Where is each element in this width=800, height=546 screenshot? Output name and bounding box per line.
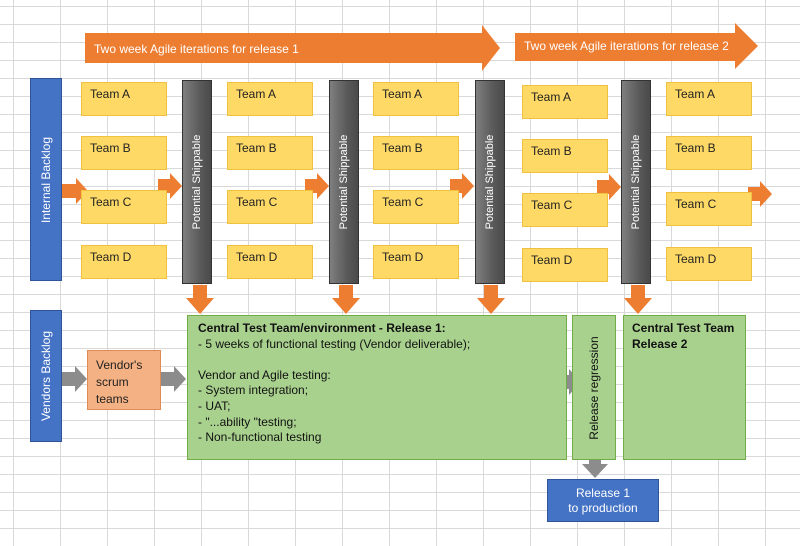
team-c-col5: Team C <box>666 192 752 226</box>
team-b-col1: Team B <box>81 136 167 170</box>
team-a-col1: Team A <box>81 82 167 116</box>
vendors-backlog-label: Vendors Backlog <box>39 330 53 422</box>
grey-arrow-down <box>582 454 608 478</box>
release1-banner-arrow <box>85 25 500 71</box>
release1-banner-label: Two week Agile iterations for release 1 <box>94 42 299 56</box>
central-test-line-2 <box>198 352 566 368</box>
team-b-col5: Team B <box>666 136 752 170</box>
potential-shippable-1-label: Potential Shippable <box>191 134 203 230</box>
central-test-line-3: Vendor and Agile testing: <box>198 367 331 382</box>
central-test-release2-line1: Central Test Team <box>632 321 735 335</box>
potential-shippable-2-label: Potential Shippable <box>338 134 350 230</box>
team-d-col4: Team D <box>522 248 608 282</box>
central-test-line-5: - UAT; <box>198 398 231 413</box>
team-b-col3: Team B <box>373 136 459 170</box>
grey-arrow-1 <box>62 366 87 392</box>
team-a-col2: Team A <box>227 82 313 116</box>
team-c-col1: Team C <box>81 190 167 224</box>
team-a-col5: Team A <box>666 82 752 116</box>
internal-backlog-label: Internal Backlog <box>39 136 53 223</box>
team-b-col2: Team B <box>227 136 313 170</box>
central-test-line-6: - "...ability "testing; <box>198 414 297 429</box>
release2-banner-arrow <box>515 23 758 69</box>
central-test-line-4: - System integration; <box>198 383 309 398</box>
vendor-scrum-teams-box: Vendor's scrum teams <box>87 350 161 410</box>
internal-backlog-bar: Internal Backlog <box>30 78 62 281</box>
team-d-col3: Team D <box>373 245 459 279</box>
team-c-col3: Team C <box>373 190 459 224</box>
release1-production-line1: Release 1 <box>575 486 631 500</box>
potential-shippable-3: Potential Shippable <box>475 80 505 284</box>
release-regression-box: Release regression <box>572 315 616 460</box>
flow-arrow-6 <box>748 181 772 207</box>
team-c-col4: Team C <box>522 193 608 227</box>
team-b-col4: Team B <box>522 139 608 173</box>
release1-production-box: Release 1 to production <box>547 479 659 522</box>
down-arrow-2 <box>332 285 360 314</box>
release2-banner-label: Two week Agile iterations for release 2 <box>524 39 729 53</box>
potential-shippable-3-label: Potential Shippable <box>484 134 496 230</box>
vendor-scrum-teams-label: Vendor's scrum teams <box>96 358 143 406</box>
team-c-col2: Team C <box>227 190 313 224</box>
potential-shippable-2: Potential Shippable <box>329 80 359 284</box>
central-test-line-1: - 5 weeks of functional testing (Vendor … <box>198 336 471 351</box>
team-a-col4: Team A <box>522 85 608 119</box>
down-arrow-4 <box>624 285 652 314</box>
team-d-col5: Team D <box>666 247 752 281</box>
potential-shippable-1: Potential Shippable <box>182 80 212 284</box>
release-regression-label: Release regression <box>587 335 601 440</box>
potential-shippable-4-label: Potential Shippable <box>630 134 642 230</box>
central-test-release2-line2: Release 2 <box>632 336 688 351</box>
potential-shippable-4: Potential Shippable <box>621 80 651 284</box>
team-d-col2: Team D <box>227 245 313 279</box>
central-test-release2-box: Central Test Team Release 2 <box>623 315 746 460</box>
team-a-col3: Team A <box>373 82 459 116</box>
team-d-col1: Team D <box>81 245 167 279</box>
central-test-line-7: - Non-functional testing <box>198 430 322 445</box>
central-test-release1-title: Central Test Team/environment - Release … <box>198 321 446 335</box>
central-test-release1-box: Central Test Team/environment - Release … <box>187 315 567 460</box>
down-arrow-3 <box>477 285 505 314</box>
grey-arrow-2 <box>161 366 186 392</box>
down-arrow-1 <box>186 285 214 314</box>
vendors-backlog-bar: Vendors Backlog <box>30 310 62 442</box>
release1-production-line2: to production <box>568 501 638 515</box>
